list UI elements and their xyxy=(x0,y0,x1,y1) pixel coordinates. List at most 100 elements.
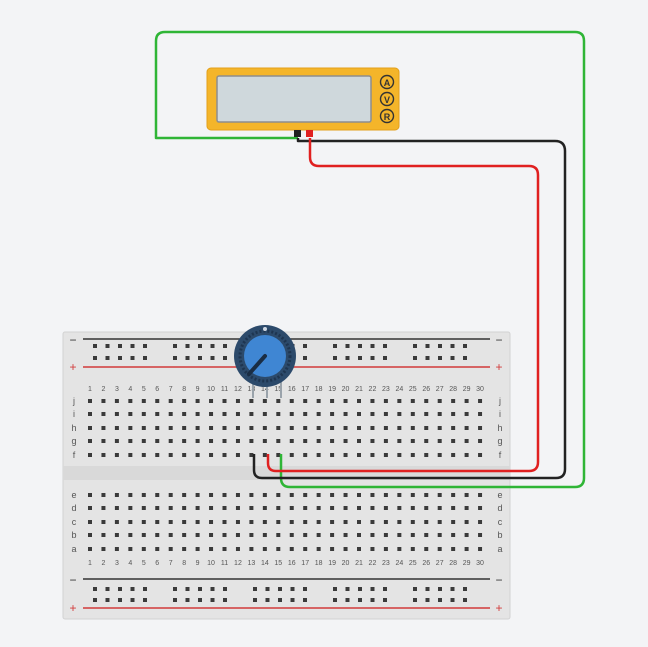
terminal-hole[interactable] xyxy=(182,547,187,551)
rail-hole[interactable] xyxy=(278,587,282,591)
terminal-hole[interactable] xyxy=(316,506,321,510)
rail-hole[interactable] xyxy=(223,587,227,591)
terminal-hole[interactable] xyxy=(182,439,187,443)
terminal-hole[interactable] xyxy=(141,426,146,430)
rail-hole[interactable] xyxy=(185,598,190,602)
terminal-hole[interactable] xyxy=(262,453,267,457)
terminal-hole[interactable] xyxy=(235,493,240,497)
terminal-hole[interactable] xyxy=(451,453,456,457)
terminal-hole[interactable] xyxy=(262,506,267,510)
terminal-hole[interactable] xyxy=(101,493,106,497)
rail-hole[interactable] xyxy=(383,587,387,591)
rail-hole[interactable] xyxy=(130,344,135,348)
terminal-hole[interactable] xyxy=(114,493,119,497)
rail-hole[interactable] xyxy=(185,344,190,348)
terminal-hole[interactable] xyxy=(303,533,308,537)
terminal-hole[interactable] xyxy=(478,412,483,416)
terminal-hole[interactable] xyxy=(235,506,240,510)
terminal-hole[interactable] xyxy=(357,412,361,416)
terminal-hole[interactable] xyxy=(464,453,469,457)
terminal-hole[interactable] xyxy=(114,426,119,430)
terminal-hole[interactable] xyxy=(316,453,321,457)
terminal-hole[interactable] xyxy=(101,426,106,430)
terminal-hole[interactable] xyxy=(101,453,106,457)
terminal-hole[interactable] xyxy=(235,412,240,416)
terminal-hole[interactable] xyxy=(141,533,146,537)
terminal-hole[interactable] xyxy=(195,412,200,416)
terminal-hole[interactable] xyxy=(262,533,267,537)
terminal-hole[interactable] xyxy=(195,533,200,537)
terminal-hole[interactable] xyxy=(289,453,294,457)
rail-hole[interactable] xyxy=(105,356,110,360)
terminal-hole[interactable] xyxy=(343,399,348,403)
terminal-hole[interactable] xyxy=(289,426,294,430)
terminal-hole[interactable] xyxy=(155,399,160,403)
rail-hole[interactable] xyxy=(345,598,350,602)
terminal-hole[interactable] xyxy=(128,453,133,457)
terminal-hole[interactable] xyxy=(209,412,214,416)
rail-hole[interactable] xyxy=(425,587,430,591)
terminal-hole[interactable] xyxy=(357,399,361,403)
terminal-hole[interactable] xyxy=(88,520,92,524)
rail-hole[interactable] xyxy=(173,598,177,602)
rail-hole[interactable] xyxy=(118,356,122,360)
rail-hole[interactable] xyxy=(413,587,417,591)
terminal-hole[interactable] xyxy=(424,520,429,524)
rail-hole[interactable] xyxy=(425,356,430,360)
rail-hole[interactable] xyxy=(333,344,337,348)
rail-hole[interactable] xyxy=(333,598,337,602)
terminal-hole[interactable] xyxy=(209,506,214,510)
terminal-hole[interactable] xyxy=(343,547,348,551)
terminal-hole[interactable] xyxy=(249,439,254,443)
rail-hole[interactable] xyxy=(450,356,455,360)
terminal-hole[interactable] xyxy=(249,547,254,551)
terminal-hole[interactable] xyxy=(303,493,308,497)
rail-hole[interactable] xyxy=(253,598,257,602)
terminal-hole[interactable] xyxy=(451,412,456,416)
terminal-hole[interactable] xyxy=(437,426,442,430)
terminal-hole[interactable] xyxy=(424,547,429,551)
rail-hole[interactable] xyxy=(198,356,202,360)
rail-hole[interactable] xyxy=(93,587,97,591)
terminal-hole[interactable] xyxy=(397,533,402,537)
terminal-hole[interactable] xyxy=(343,520,348,524)
terminal-hole[interactable] xyxy=(437,520,442,524)
terminal-hole[interactable] xyxy=(195,493,200,497)
terminal-hole[interactable] xyxy=(141,439,146,443)
terminal-hole[interactable] xyxy=(209,520,214,524)
rail-hole[interactable] xyxy=(333,587,337,591)
multimeter-button-r[interactable]: R xyxy=(379,108,395,124)
terminal-hole[interactable] xyxy=(451,547,456,551)
terminal-hole[interactable] xyxy=(330,453,335,457)
terminal-hole[interactable] xyxy=(289,506,294,510)
terminal-hole[interactable] xyxy=(222,506,227,510)
terminal-hole[interactable] xyxy=(383,426,388,430)
terminal-hole[interactable] xyxy=(128,399,133,403)
terminal-hole[interactable] xyxy=(383,439,388,443)
terminal-hole[interactable] xyxy=(410,533,415,537)
terminal-hole[interactable] xyxy=(370,399,375,403)
terminal-hole[interactable] xyxy=(357,439,361,443)
terminal-hole[interactable] xyxy=(262,439,267,443)
terminal-hole[interactable] xyxy=(316,412,321,416)
rail-hole[interactable] xyxy=(358,587,362,591)
terminal-hole[interactable] xyxy=(316,547,321,551)
terminal-hole[interactable] xyxy=(370,533,375,537)
terminal-hole[interactable] xyxy=(303,547,308,551)
terminal-hole[interactable] xyxy=(276,533,281,537)
rail-hole[interactable] xyxy=(358,344,362,348)
terminal-hole[interactable] xyxy=(182,520,187,524)
terminal-hole[interactable] xyxy=(464,493,469,497)
terminal-hole[interactable] xyxy=(330,412,335,416)
terminal-hole[interactable] xyxy=(222,412,227,416)
terminal-hole[interactable] xyxy=(357,520,361,524)
terminal-hole[interactable] xyxy=(410,412,415,416)
rail-hole[interactable] xyxy=(210,587,215,591)
terminal-hole[interactable] xyxy=(101,520,106,524)
terminal-hole[interactable] xyxy=(437,506,442,510)
terminal-hole[interactable] xyxy=(424,453,429,457)
terminal-hole[interactable] xyxy=(155,453,160,457)
rail-hole[interactable] xyxy=(450,598,455,602)
terminal-hole[interactable] xyxy=(249,453,254,457)
terminal-hole[interactable] xyxy=(249,426,254,430)
